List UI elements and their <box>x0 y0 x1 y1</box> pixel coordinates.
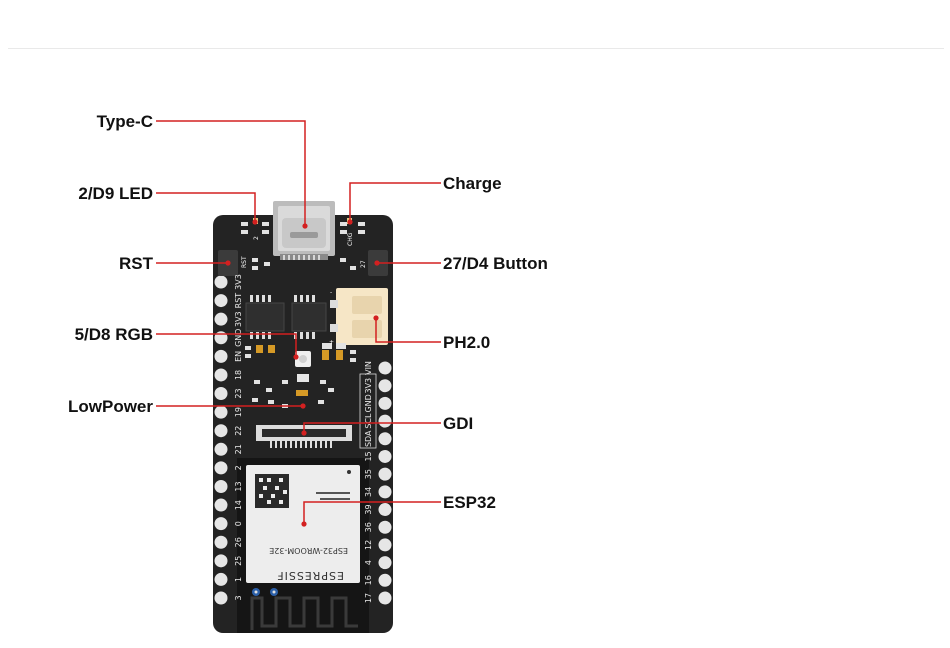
module-brand: ESPRESSIF <box>276 569 344 582</box>
right-pin-label-2: GND <box>364 394 373 412</box>
right-pad-2 <box>379 397 392 410</box>
left-pad-13 <box>215 517 228 530</box>
right-pin-label-7: 34 <box>364 487 373 497</box>
left-pin-label-14: 26 <box>234 537 243 547</box>
callout-charge: Charge <box>443 174 502 193</box>
left-pin-label-8: 22 <box>234 426 243 436</box>
left-pin-label-7: 19 <box>234 407 243 417</box>
usb-typec-connector <box>273 201 335 260</box>
silk-plus: + <box>329 339 334 346</box>
left-pad-5 <box>215 368 228 381</box>
callout-type-c: Type-C <box>97 112 153 131</box>
left-pad-15 <box>215 554 228 567</box>
left-pad-3 <box>215 331 228 344</box>
right-pad-12 <box>379 574 392 587</box>
left-pad-0 <box>215 276 228 289</box>
left-pad-16 <box>215 573 228 586</box>
left-pin-label-1: RST <box>234 293 243 309</box>
right-pad-6 <box>379 468 392 481</box>
callout-rgb: 5/D8 RGB <box>75 325 153 344</box>
left-pad-9 <box>215 443 228 456</box>
right-pad-0 <box>379 362 392 375</box>
right-pin-label-13: 17 <box>364 593 373 603</box>
silk-led: 2 <box>253 236 260 240</box>
esp32-module <box>237 458 369 633</box>
callout-lowpower: LowPower <box>68 397 153 416</box>
callout-button: 27/D4 Button <box>443 254 548 273</box>
left-pad-6 <box>215 387 228 400</box>
callout-rst: RST <box>119 254 154 273</box>
callout-esp32: ESP32 <box>443 493 496 512</box>
left-pin-label-12: 14 <box>234 500 243 510</box>
pcb-board: RST 27 2 CHG - + 3V3RST3V3GNDEN182319222… <box>213 201 393 633</box>
right-pin-label-8: 39 <box>364 504 373 514</box>
right-pad-13 <box>379 592 392 605</box>
right-pin-label-11: 4 <box>364 560 373 565</box>
right-pad-1 <box>379 379 392 392</box>
left-pin-label-4: EN <box>234 351 243 362</box>
right-pad-7 <box>379 485 392 498</box>
left-pin-label-2: 3V3 <box>234 311 243 327</box>
right-pin-label-5: 15 <box>364 451 373 461</box>
silk-rst: RST <box>241 256 248 268</box>
left-pad-11 <box>215 480 228 493</box>
silk-chg: CHG <box>347 232 354 246</box>
silk-27: 27 <box>360 260 367 268</box>
right-pad-9 <box>379 521 392 534</box>
module-model: ESP32-WROOM-32E <box>269 546 348 555</box>
left-pin-label-13: 0 <box>234 521 243 526</box>
ph2-connector <box>330 288 388 345</box>
right-pin-label-9: 36 <box>364 522 373 532</box>
left-pin-label-15: 25 <box>234 556 243 566</box>
left-pin-label-3: GND <box>234 329 243 347</box>
left-pin-label-16: 1 <box>234 577 243 582</box>
left-pad-8 <box>215 424 228 437</box>
right-pin-label-6: 35 <box>364 469 373 479</box>
left-pad-17 <box>215 592 228 605</box>
left-pin-label-11: 13 <box>234 481 243 491</box>
right-pin-label-0: VIN <box>364 361 373 375</box>
callout-ph: PH2.0 <box>443 333 490 352</box>
right-pad-3 <box>379 415 392 428</box>
left-pin-label-10: 2 <box>234 465 243 470</box>
left-pad-10 <box>215 461 228 474</box>
callout-gdi: GDI <box>443 414 473 433</box>
left-pad-14 <box>215 536 228 549</box>
right-pad-11 <box>379 556 392 569</box>
left-pad-1 <box>215 294 228 307</box>
left-pad-7 <box>215 406 228 419</box>
left-pad-4 <box>215 350 228 363</box>
left-pin-label-0: 3V3 <box>234 274 243 290</box>
left-pin-label-6: 23 <box>234 388 243 398</box>
left-pin-label-9: 21 <box>234 444 243 454</box>
right-pad-5 <box>379 450 392 463</box>
right-pin-label-10: 12 <box>364 540 373 550</box>
right-pad-8 <box>379 503 392 516</box>
left-pin-label-17: 3 <box>234 595 243 600</box>
right-pad-10 <box>379 538 392 551</box>
left-pad-2 <box>215 313 228 326</box>
right-pin-label-4: SDA <box>364 430 373 447</box>
left-pin-label-5: 18 <box>234 370 243 380</box>
left-pad-12 <box>215 499 228 512</box>
right-pad-4 <box>379 432 392 445</box>
right-pin-label-3: SCL <box>364 413 373 429</box>
callout-led: 2/D9 LED <box>78 184 153 203</box>
right-pin-label-12: 16 <box>364 575 373 585</box>
right-pin-label-1: 3V3 <box>364 378 373 394</box>
silk-minus: - <box>330 289 332 296</box>
